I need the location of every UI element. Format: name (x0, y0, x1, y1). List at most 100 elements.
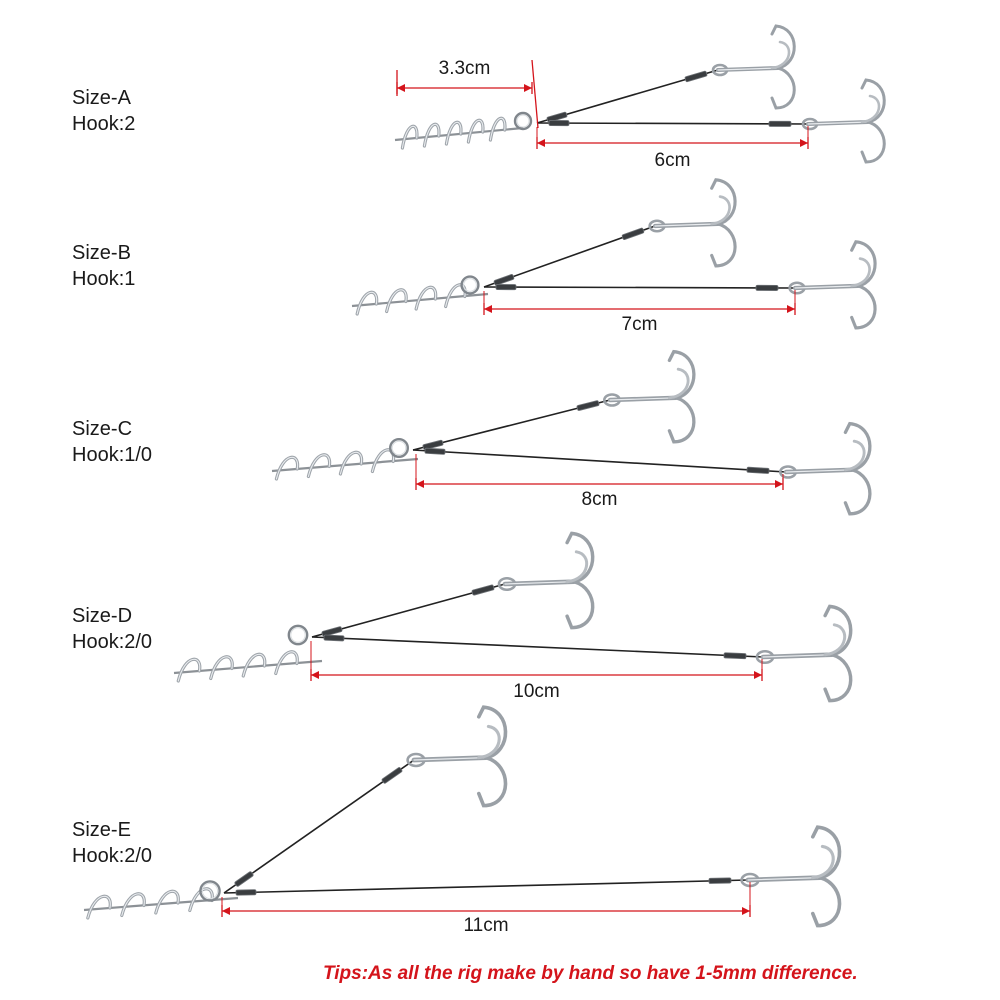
hook-shank-highlight (762, 654, 833, 658)
hook-bend-upper (565, 531, 595, 584)
rig-a-label: Size-A Hook:2 (72, 85, 135, 137)
measure-e-arrow-left (222, 907, 230, 915)
measure-d-label: 10cm (513, 681, 559, 702)
rig-b-label: Size-B Hook:1 (72, 240, 135, 292)
hook-bend-upper (710, 178, 737, 226)
hook-bend-lower (811, 875, 842, 928)
screw-coil (176, 650, 299, 683)
rig-d-hook: Hook:2/0 (72, 631, 153, 653)
screw-coil (274, 448, 396, 481)
crimp-sleeve (546, 111, 568, 123)
split-ring-highlight (391, 440, 407, 456)
crimp-sleeve (471, 584, 495, 596)
hook-bend-middle (823, 623, 847, 657)
hook-bend-middle (860, 94, 881, 124)
split-ring (199, 880, 221, 902)
hook-shank-highlight (717, 67, 779, 71)
split-ring (460, 275, 480, 295)
measure-c-arrow-left (416, 480, 424, 488)
wire-upper (223, 759, 415, 894)
wire-lower (223, 879, 749, 894)
measure-a-ring-label: 3.3cm (439, 58, 491, 79)
rig-a: 6cm 3.3cm (394, 24, 886, 171)
wire-lower (412, 449, 787, 473)
rig-a-size: Size-A (72, 87, 131, 109)
rig-c-label: Size-C Hook:1/0 (72, 416, 152, 468)
screw-coil-highlight (356, 284, 466, 315)
crimp-sleeve (321, 626, 343, 637)
hook-bend-lower (710, 222, 737, 268)
hook-shank-highlight (654, 223, 719, 227)
rig-d: 10cm (173, 531, 853, 703)
rig-b-size: Size-B (72, 242, 131, 264)
rig-b: 7cm (351, 178, 877, 335)
rig-c: 8cm (271, 349, 872, 516)
hook-bend-middle (565, 550, 589, 584)
measure-c-arrow-right (775, 480, 783, 488)
split-ring (287, 624, 309, 646)
hook-bend-lower (667, 396, 696, 444)
split-ring-highlight (201, 882, 219, 900)
measure-e-arrow-right (742, 907, 750, 915)
hook-bend-upper (770, 24, 796, 70)
measure-a-ring-guide (531, 59, 539, 129)
screw-coil (86, 887, 214, 920)
crimp-sleeve (424, 447, 446, 455)
measure-b-arrow-left (484, 305, 492, 313)
screw-coil-highlight (401, 117, 506, 149)
measure-c-label: 8cm (582, 489, 618, 510)
hook-bend-lower (477, 755, 508, 808)
crimp-sleeve (768, 120, 792, 127)
crimp-sleeve (621, 227, 645, 240)
measure-a-arrow-left (537, 139, 545, 147)
rig-e: 11cm (83, 705, 842, 936)
crimp-sleeve (576, 400, 600, 411)
hook-bend-lower (850, 284, 877, 330)
crimp-sleeve (235, 889, 257, 896)
crimp-sleeve (723, 652, 747, 660)
hook-bend-middle (477, 724, 501, 760)
measure-b-label: 7cm (622, 314, 658, 335)
measure-e-label: 11cm (463, 915, 508, 936)
wire-lower (483, 286, 796, 289)
crimp-sleeve (708, 877, 732, 884)
crimp-sleeve (755, 284, 779, 291)
crimp-sleeve (381, 767, 403, 784)
hook-shank-highlight (747, 877, 821, 881)
rig-b-hook: Hook:1 (72, 268, 136, 290)
wire-lower (536, 122, 809, 125)
hook-bend-upper (843, 421, 872, 472)
hook-shank-highlight (609, 397, 677, 401)
hook-bend-lower (860, 120, 886, 164)
crimp-sleeve (422, 439, 444, 450)
rig-e-hook: Hook:2/0 (72, 845, 153, 867)
hook-bend-upper (860, 78, 886, 124)
rig-c-hook: Hook:1/0 (72, 444, 153, 466)
screw-coil-highlight (87, 888, 213, 919)
rig-c-size: Size-C (72, 418, 133, 440)
hook-bend-middle (850, 257, 871, 288)
screw-coil (355, 283, 467, 316)
split-ring-highlight (463, 278, 477, 292)
rig-e-label: Size-E Hook:2/0 (72, 817, 152, 869)
hook-bend-lower (843, 468, 872, 516)
hook-bend-middle (843, 439, 866, 472)
hook-bend-upper (850, 240, 877, 288)
hook-bend-middle (710, 195, 731, 226)
hook-bend-lower (823, 652, 853, 703)
measure-a-ring-arrow-right (524, 84, 532, 92)
crimp-sleeve (493, 274, 515, 286)
screw-coil (400, 116, 507, 150)
crimp-sleeve (234, 871, 254, 887)
crimp-sleeve (323, 634, 345, 642)
screw-coil-highlight (275, 449, 395, 480)
split-ring-highlight (516, 114, 530, 128)
measure-d-arrow-left (311, 671, 319, 679)
crimp-sleeve (746, 466, 770, 474)
measure-a-label: 6cm (655, 150, 691, 171)
hook-bend-middle (667, 367, 690, 400)
hook-bend-upper (477, 705, 508, 760)
measure-b-arrow-right (787, 305, 795, 313)
crimp-sleeve (495, 284, 517, 291)
